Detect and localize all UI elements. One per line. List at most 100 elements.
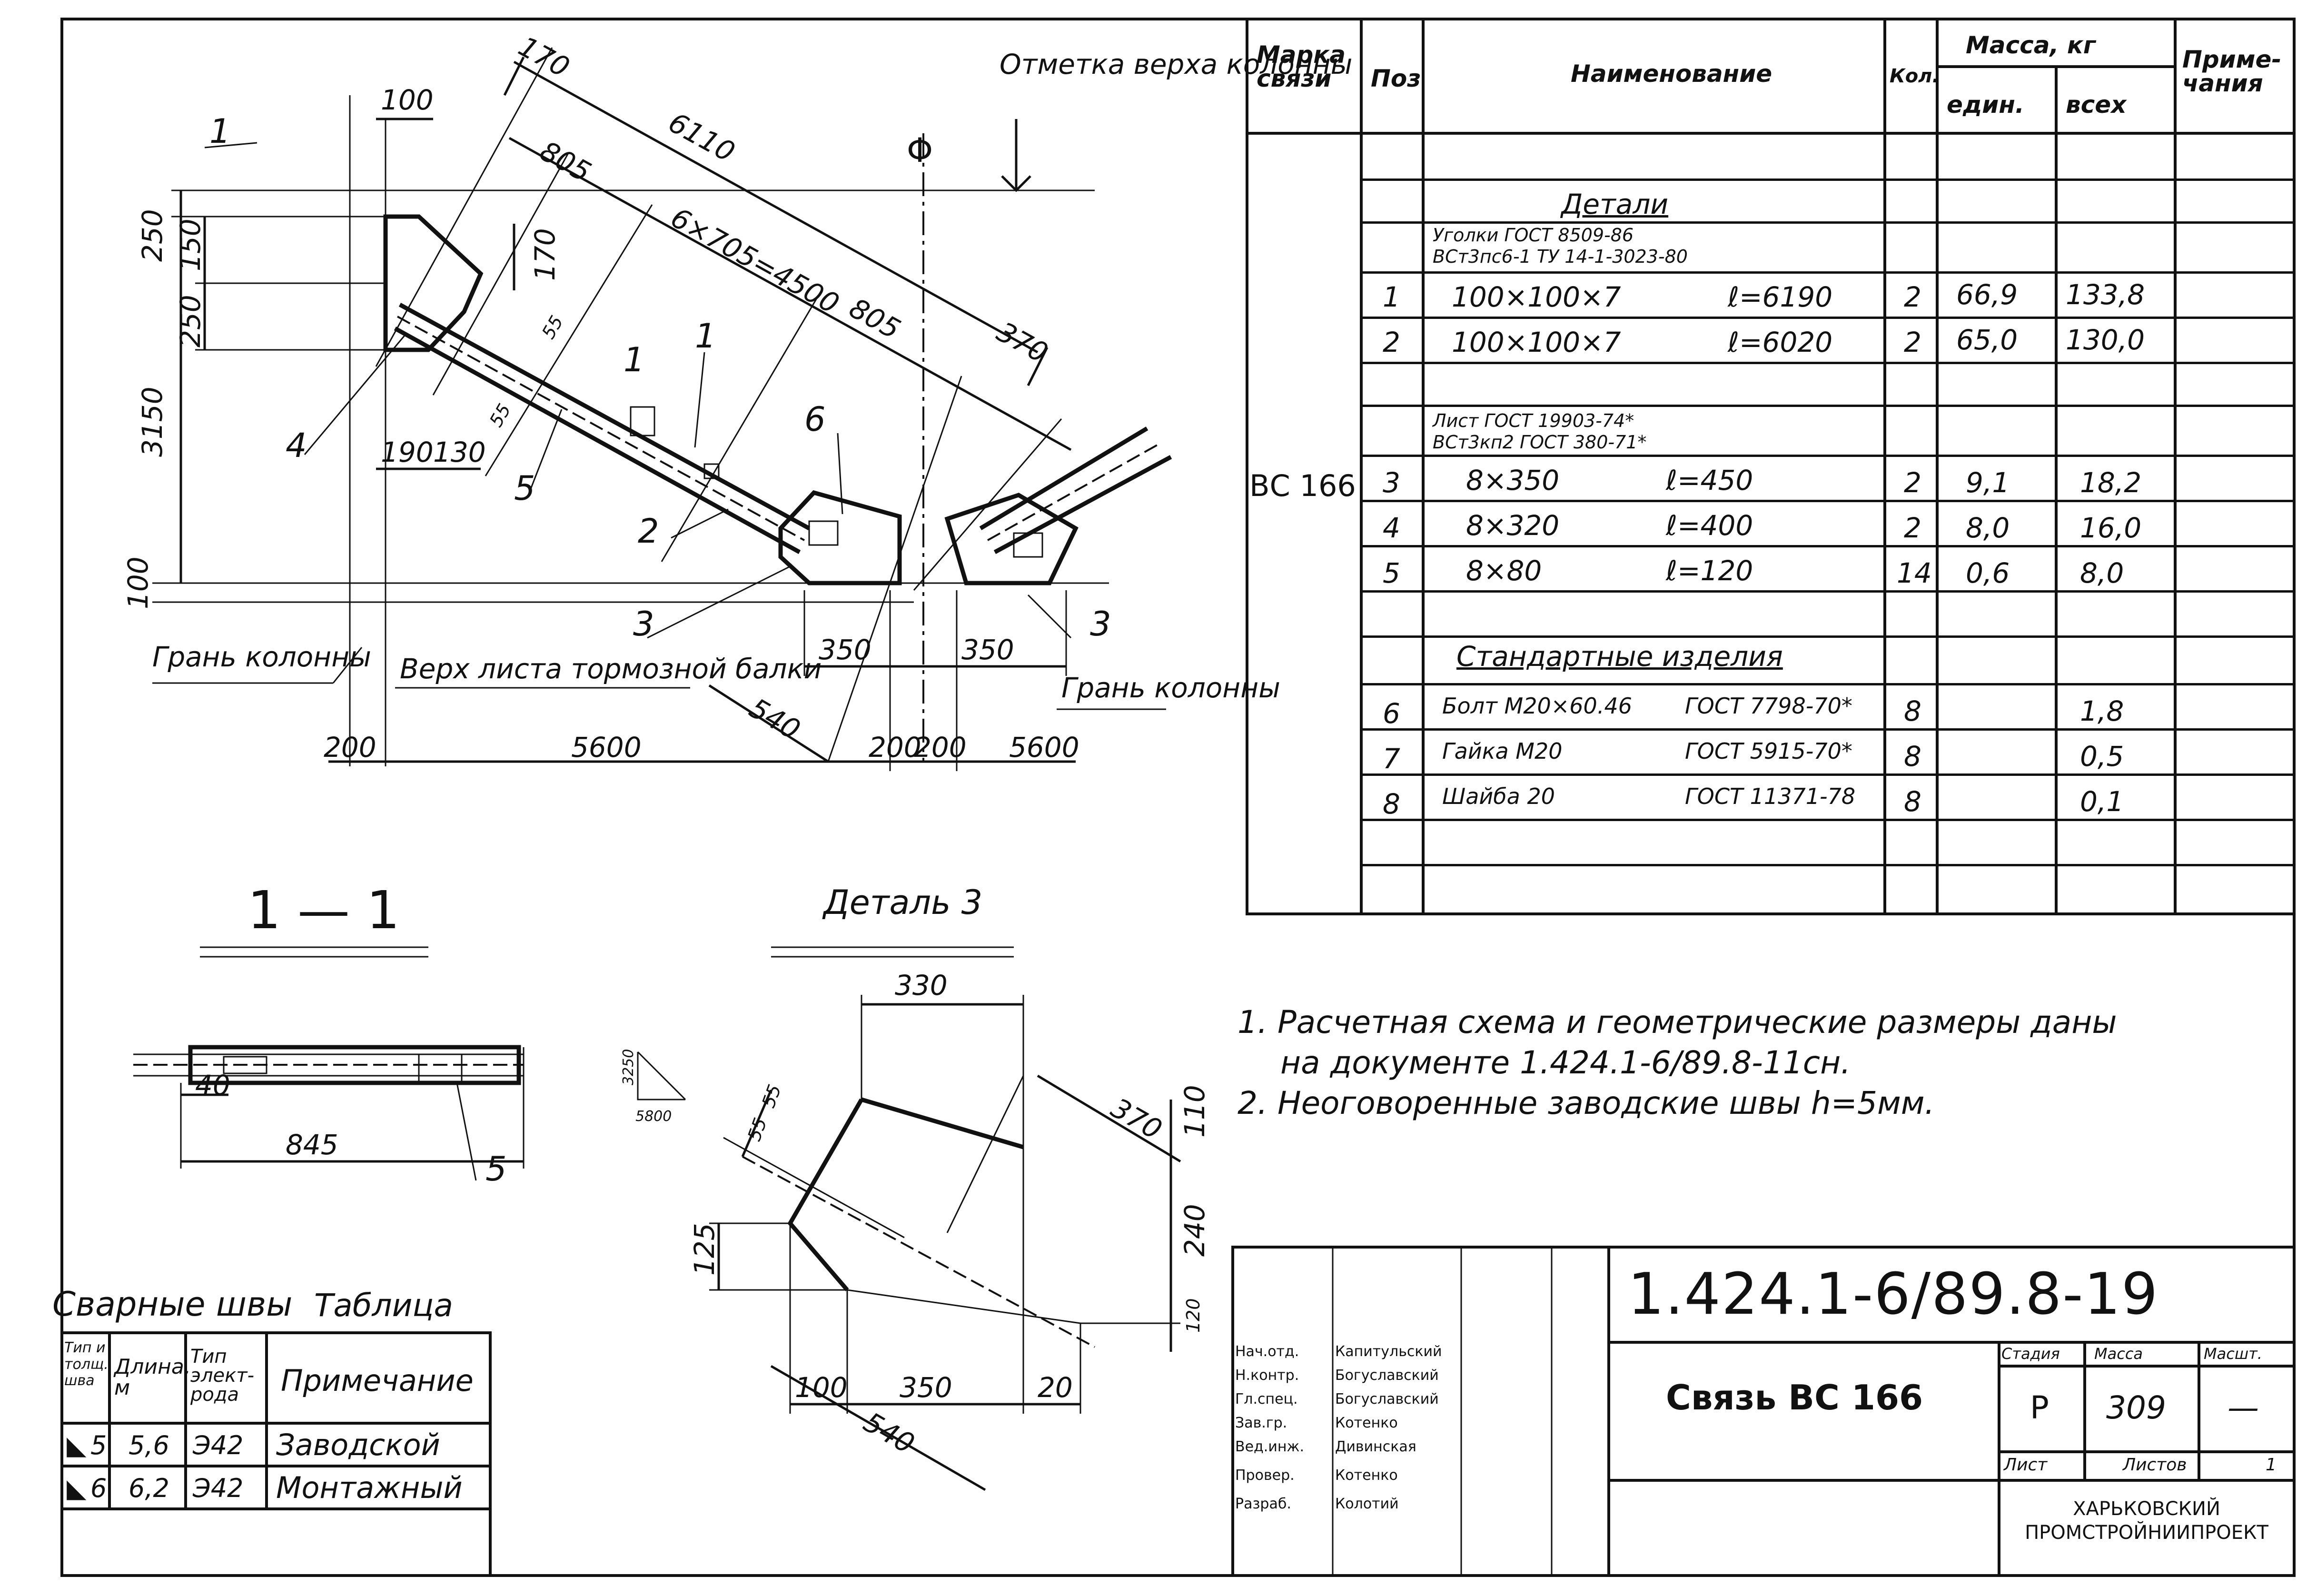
sheet-label: Лист (2004, 1455, 2048, 1475)
header-mass-total: всех (2066, 91, 2127, 119)
svg-text:6: 6 (804, 400, 826, 439)
section-mark-right: 1 (624, 340, 645, 379)
weld-header-length: Длина, м (114, 1355, 191, 1400)
sig-name: Капитульский (1335, 1343, 1442, 1360)
svg-text:100: 100 (381, 84, 434, 116)
sig-name: Богуславский (1335, 1391, 1439, 1408)
column-face-left-label: Грань колонны (152, 641, 371, 673)
detail-3-view: Деталь 3 330 3250 5800 370 110 240 120 5… (620, 883, 1211, 1491)
svg-text:4: 4 (286, 426, 307, 465)
drawing-title: Связь ВС 166 (1666, 1378, 1923, 1418)
header-name: Наименование (1571, 60, 1772, 88)
spec-table-grid (1246, 18, 2296, 915)
svg-text:5800: 5800 (635, 1108, 672, 1125)
svg-text:190: 190 (381, 436, 434, 468)
svg-text:130: 130 (433, 436, 486, 468)
drawing-number: 1.424.1-6/89.8-19 (1628, 1261, 2159, 1328)
beam-top-label: Верх листа тормозной балки (400, 653, 822, 685)
detail-3-title: Деталь 3 (822, 883, 982, 922)
note-line-2: на документе 1.424.1-6/89.8-11сн. (1280, 1044, 1851, 1081)
svg-text:120: 120 (1183, 1298, 1204, 1333)
header-note: Приме-чания (2182, 46, 2282, 97)
callout-3a: 3 (633, 565, 791, 644)
header-qty: Кол. (1890, 65, 1940, 87)
section-1-1-title: 1 — 1 (248, 880, 400, 941)
weld-caption-left: Сварные швы (52, 1285, 293, 1324)
section-mark-left: 1 (209, 112, 231, 151)
svg-text:200: 200 (914, 731, 967, 763)
svg-text:350: 350 (819, 634, 871, 666)
svg-text:3: 3 (1090, 605, 1111, 644)
svg-text:350: 350 (900, 1371, 952, 1404)
sheet-steel: ВСт3кп2 ГОСТ 380-71* (1433, 432, 1647, 453)
weld-header-electrode: Тип элект-рода (190, 1346, 255, 1406)
svg-text:2: 2 (638, 512, 659, 551)
sheet-gost: Лист ГОСТ 19903-74* (1433, 410, 1634, 431)
header-mass: Масса, кг (1966, 31, 2096, 59)
svg-text:3250: 3250 (620, 1049, 637, 1085)
callout-1: 1 (694, 317, 716, 448)
svg-text:5600: 5600 (1009, 731, 1079, 763)
svg-text:150: 150 (174, 218, 207, 271)
header-mass-unit: един. (1947, 91, 2024, 119)
column-face-right-label: Грань колонны (1061, 672, 1280, 704)
weld-symbol: ◣ (67, 1473, 87, 1503)
callout-5-section: 5 (485, 1150, 507, 1189)
svg-text:200: 200 (324, 731, 376, 763)
weld-symbol: ◣ (67, 1430, 87, 1460)
weld-table-grid (60, 1331, 492, 1577)
svg-text:805: 805 (844, 292, 906, 346)
svg-text:330: 330 (895, 969, 948, 1001)
callout-6: 6 (804, 400, 843, 515)
sig-name: Богуславский (1335, 1367, 1439, 1384)
sig-role: Зав.гр. (1235, 1415, 1287, 1431)
sig-role: Н.контр. (1235, 1367, 1299, 1384)
sheets-label: Листов (2123, 1455, 2187, 1475)
centerline-symbol: Φ (907, 131, 933, 170)
svg-text:845: 845 (286, 1129, 338, 1161)
svg-text:250: 250 (174, 295, 207, 347)
svg-text:200: 200 (869, 731, 921, 763)
svg-text:170: 170 (529, 228, 561, 281)
header-pos: Поз (1371, 65, 1421, 92)
sig-name: Дивинская (1335, 1438, 1416, 1455)
section-1-1-view: 1 — 1 40 845 5 (133, 880, 525, 1189)
angles-gost: Уголки ГОСТ 8509-86 (1433, 225, 1634, 246)
scale-header: Масшт. (2204, 1345, 2262, 1363)
svg-text:100: 100 (122, 556, 154, 609)
callout-4: 4 (286, 335, 406, 465)
weld-header-note: Примечание (281, 1363, 474, 1398)
sig-name: Колотий (1335, 1496, 1399, 1512)
svg-text:540: 540 (744, 692, 806, 746)
note-line-1: 1. Расчетная схема и геометрические разм… (1238, 1004, 2117, 1041)
svg-text:55: 55 (485, 400, 515, 431)
svg-text:5: 5 (514, 469, 535, 508)
sheets-count: 1 (2266, 1455, 2277, 1475)
callout-5: 5 (514, 409, 563, 508)
sig-role: Вед.инж. (1235, 1438, 1304, 1455)
title-block-grid (1231, 1246, 2296, 1577)
bolt-group-marks (630, 406, 1043, 558)
svg-text:6×705=4500: 6×705=4500 (665, 201, 844, 320)
svg-text:125: 125 (688, 1223, 721, 1276)
scale-value: — (2228, 1389, 2259, 1426)
organization: ХАРЬКОВСКИЙ ПРОМСТРОЙНИИПРОЕКТ (2025, 1498, 2268, 1544)
svg-text:55: 55 (758, 1082, 785, 1110)
section-details: Детали (1561, 188, 1669, 220)
main-elevation-view: Отметка верха колонны Φ (122, 30, 1352, 771)
svg-text:370: 370 (991, 316, 1053, 369)
svg-text:55: 55 (538, 312, 567, 343)
sig-role: Гл.спец. (1235, 1391, 1298, 1408)
sig-role: Разраб. (1235, 1496, 1291, 1512)
svg-text:540: 540 (858, 1406, 920, 1460)
svg-text:6110: 6110 (663, 106, 740, 169)
callout-2: 2 (638, 508, 729, 551)
svg-text:40: 40 (195, 1069, 230, 1101)
sig-role: Нач.отд. (1235, 1343, 1299, 1360)
svg-text:20: 20 (1038, 1371, 1073, 1404)
stage-header: Стадия (2001, 1345, 2060, 1363)
sig-name: Котенко (1335, 1467, 1398, 1484)
svg-text:3: 3 (633, 605, 654, 644)
svg-text:55: 55 (743, 1115, 771, 1144)
